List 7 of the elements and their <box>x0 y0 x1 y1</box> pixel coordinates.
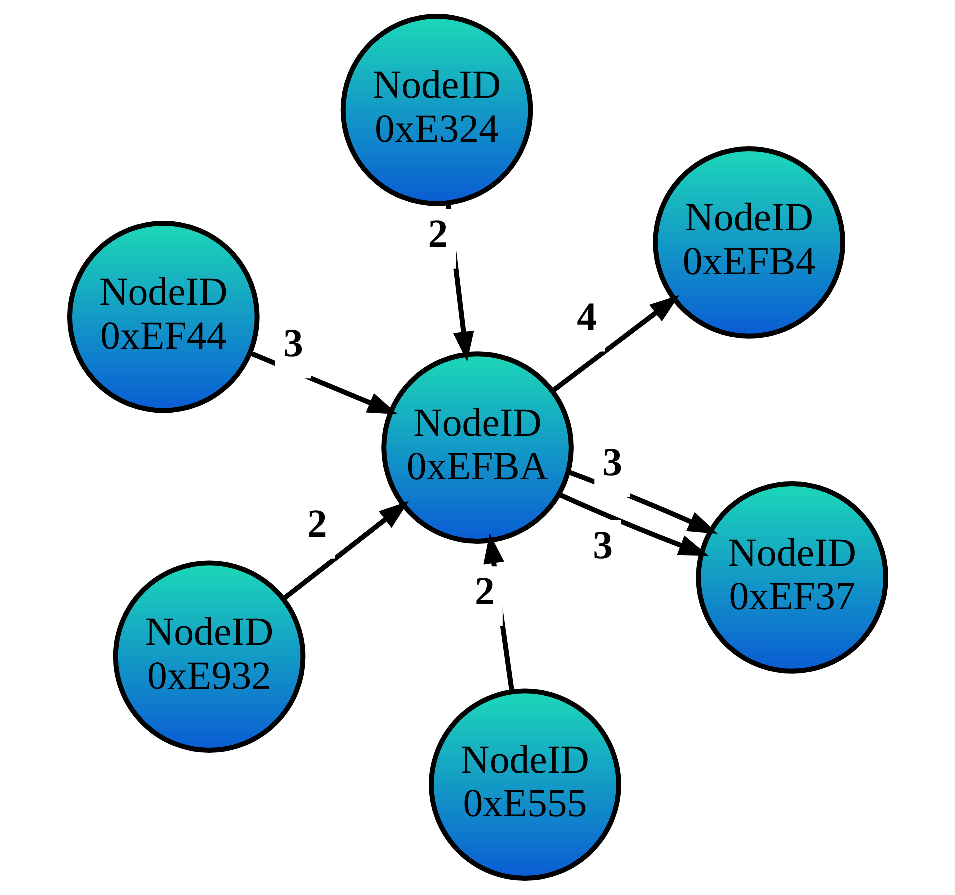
edge-label: 2 <box>306 500 327 546</box>
edge-label: 3 <box>592 522 613 568</box>
edge-label: 3 <box>602 439 622 484</box>
edge-label: 2 <box>428 211 448 256</box>
edge-label: 3 <box>282 320 303 366</box>
edge-label: 4 <box>576 294 597 339</box>
edge-label: 2 <box>474 568 494 614</box>
